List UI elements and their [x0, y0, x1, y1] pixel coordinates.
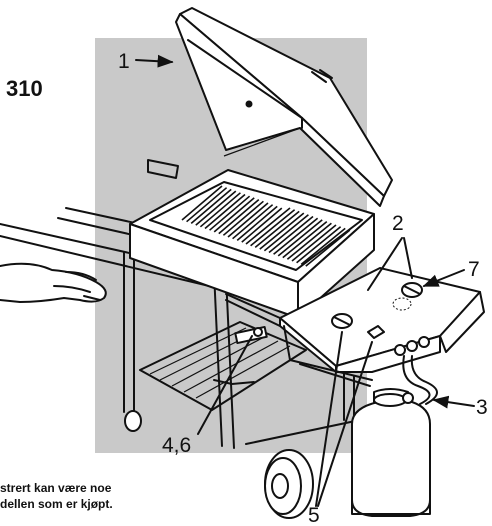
grate-bar-left — [232, 204, 274, 240]
cooking-grates — [181, 185, 351, 267]
grate-bar-right — [305, 229, 351, 267]
wheel-hub — [271, 473, 289, 499]
lid-handle-stub — [147, 159, 179, 179]
control-panel — [225, 267, 485, 387]
grate-bar-left — [204, 193, 246, 230]
grill-lid — [175, 7, 393, 207]
caption-line-2: dellen som er kjøpt. — [0, 497, 113, 511]
cart-right-legs — [245, 371, 361, 519]
caption-line-1: strert kan være noe — [0, 481, 112, 495]
side-burner-dots — [392, 297, 412, 311]
grate-bar-right — [245, 207, 291, 245]
grate-bar-left — [209, 195, 251, 231]
grate-bar-left — [241, 207, 283, 243]
hand-illustration — [0, 262, 107, 303]
grate-bar-right — [282, 220, 328, 259]
grate-bar-left — [227, 202, 269, 238]
grate-bar-left — [218, 198, 260, 235]
callout-1: 1 — [118, 50, 130, 73]
grate-bar-right — [263, 214, 309, 252]
callout-7: 7 — [468, 258, 480, 281]
grate-bar-left — [213, 197, 255, 233]
tank-valve — [402, 392, 414, 404]
grate-bar-right — [300, 227, 346, 266]
cart-left-legs — [123, 251, 235, 449]
valve-fitting-1 — [394, 344, 406, 356]
grate-bar-right — [250, 209, 296, 247]
valve-fitting-3 — [418, 336, 430, 348]
callout-leaders — [135, 54, 475, 507]
grate-bar-left — [190, 188, 232, 225]
grate-bar-left — [222, 200, 264, 236]
callout-3: 3 — [476, 396, 488, 419]
grate-bar-right — [268, 215, 314, 254]
grate-bar-right — [277, 219, 323, 257]
grate-bar-right — [291, 224, 337, 262]
grate-bar-right — [254, 210, 300, 249]
callout-4-6: 4,6 — [162, 434, 191, 457]
lighter-slot — [367, 325, 385, 339]
valve-fitting-2 — [406, 340, 418, 352]
grate-bar-left — [186, 187, 228, 223]
grate-bar-left — [181, 185, 223, 221]
model-label: 310 — [6, 76, 43, 101]
bottom-shelf — [139, 321, 307, 411]
grate-bar-left — [236, 205, 278, 242]
grate-bar-left — [199, 192, 241, 228]
lid-thermometer — [245, 100, 253, 108]
grate-bar-left — [195, 190, 237, 226]
grate-bar-right — [286, 222, 332, 260]
grate-bar-right — [259, 212, 305, 250]
callout-5: 5 — [308, 504, 320, 526]
grate-bar-right — [273, 217, 319, 255]
grate-bar-right — [296, 226, 342, 264]
caster-wheel — [124, 410, 142, 432]
callout-2: 2 — [392, 212, 404, 235]
igniter-knob — [253, 327, 263, 337]
